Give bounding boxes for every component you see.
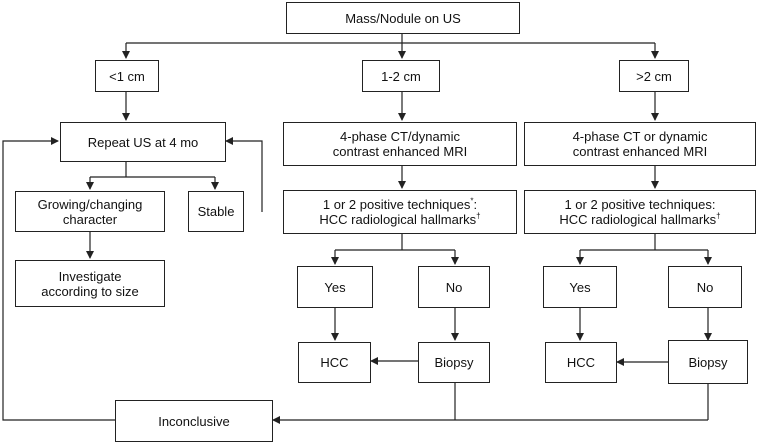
inconclusive-label: Inconclusive xyxy=(158,413,230,429)
repeat-us-box: Repeat US at 4 mo xyxy=(60,122,226,162)
large-hcc-box: HCC xyxy=(545,342,617,383)
medium-techniques-text: 1 or 2 positive techniques xyxy=(322,197,471,212)
large-hcc-label: HCC xyxy=(566,355,596,370)
large-hallmarks-mark: † xyxy=(716,211,721,221)
medium-hallmarks-text: HCC radiological hallmarks xyxy=(319,212,477,227)
medium-yes-box: Yes xyxy=(297,266,373,308)
large-techniques-line1: 1 or 2 positive techniques: xyxy=(564,197,716,212)
medium-biopsy-box: Biopsy xyxy=(418,342,490,383)
size-small-label: <1 cm xyxy=(109,68,145,84)
large-imaging-box: 4-phase CT or dynamic contrast enhanced … xyxy=(524,122,756,166)
investigate-box: Investigate according to size xyxy=(15,260,165,307)
root-label: Mass/Nodule on US xyxy=(345,10,461,26)
arrow-inconclusive-to-repeat xyxy=(2,137,115,421)
large-yes-label: Yes xyxy=(569,279,591,295)
large-imaging-line2: contrast enhanced MRI xyxy=(572,144,708,159)
growing-line1: Growing/changing xyxy=(37,196,143,212)
arrow-stable-loop xyxy=(225,137,263,212)
medium-imaging-line2: contrast enhanced MRI xyxy=(332,144,468,159)
growing-line2: character xyxy=(62,211,118,227)
large-yes-box: Yes xyxy=(543,266,617,308)
large-imaging-line1: 4-phase CT or dynamic xyxy=(572,129,708,144)
growing-box: Growing/changing character xyxy=(15,191,165,232)
medium-hcc-box: HCC xyxy=(298,342,371,383)
repeat-us-label: Repeat US at 4 mo xyxy=(87,134,199,150)
investigate-line2: according to size xyxy=(41,283,139,299)
medium-imaging-box: 4-phase CT/dynamic contrast enhanced MRI xyxy=(283,122,517,166)
medium-techniques-mark: * xyxy=(470,196,474,206)
large-biopsy-box: Biopsy xyxy=(668,340,748,384)
large-no-label: No xyxy=(696,279,714,295)
large-biopsy-label: Biopsy xyxy=(688,354,728,370)
medium-techniques-line2: HCC radiological hallmarks† xyxy=(319,212,480,227)
size-medium-box: 1-2 cm xyxy=(362,60,440,92)
size-medium-label: 1-2 cm xyxy=(381,68,421,84)
medium-techniques-suffix: : xyxy=(473,197,478,212)
size-small-box: <1 cm xyxy=(95,60,159,92)
large-techniques-box: 1 or 2 positive techniques: HCC radiolog… xyxy=(524,190,756,234)
investigate-line1: Investigate xyxy=(58,268,122,284)
inconclusive-box: Inconclusive xyxy=(115,400,273,442)
medium-hcc-label: HCC xyxy=(320,355,349,370)
size-large-label: >2 cm xyxy=(636,68,672,84)
size-large-box: >2 cm xyxy=(619,60,689,92)
medium-yes-label: Yes xyxy=(324,279,346,295)
medium-imaging-line1: 4-phase CT/dynamic xyxy=(340,129,460,144)
medium-techniques-box: 1 or 2 positive techniques*: HCC radiolo… xyxy=(283,190,517,234)
large-hallmarks-text: HCC radiological hallmarks xyxy=(559,212,717,227)
medium-no-box: No xyxy=(418,266,490,308)
medium-hallmarks-mark: † xyxy=(476,211,481,221)
medium-biopsy-label: Biopsy xyxy=(434,355,474,370)
stable-label: Stable xyxy=(197,204,235,219)
stable-box: Stable xyxy=(188,191,244,232)
medium-techniques-line1: 1 or 2 positive techniques*: xyxy=(323,197,477,212)
large-techniques-line2: HCC radiological hallmarks† xyxy=(559,212,720,227)
root-box: Mass/Nodule on US xyxy=(286,2,520,34)
medium-no-label: No xyxy=(445,279,463,295)
large-no-box: No xyxy=(668,266,742,308)
